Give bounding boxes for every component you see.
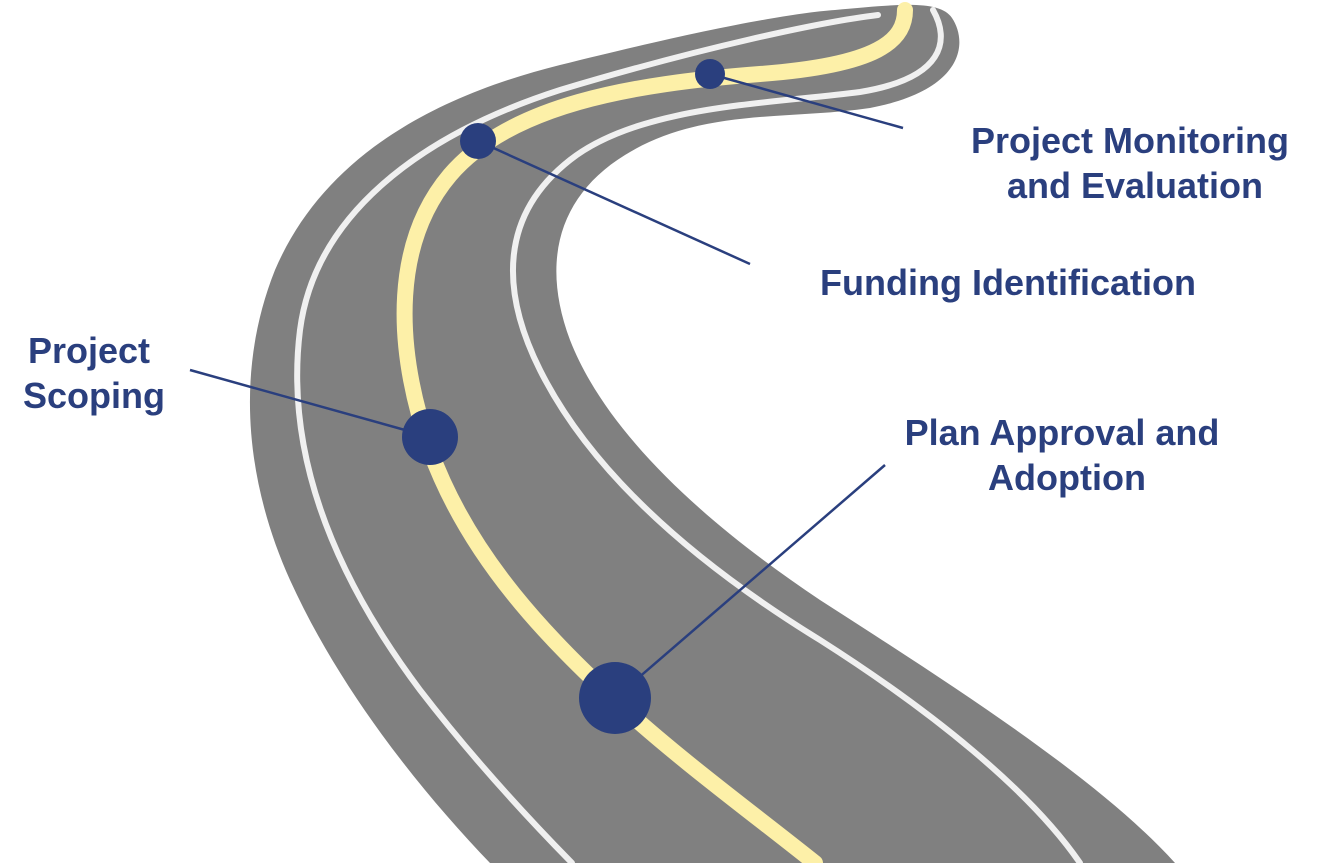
leader-line-project-monitoring: [709, 72, 904, 130]
label-plan-approval-line-2: Adoption: [988, 457, 1146, 498]
label-funding-identification-line-1: Funding Identification: [820, 262, 1196, 303]
label-project-monitoring-line-2: and Evaluation: [1007, 165, 1263, 206]
road-left-edge-line: [294, 12, 881, 863]
road-surface: [249, 4, 1175, 863]
leader-line-funding-identification: [477, 139, 751, 266]
milestone-dot-project-scoping: [402, 409, 458, 465]
label-project-monitoring: Project Monitoring and Evaluation: [971, 120, 1299, 206]
label-project-scoping-line-2: Scoping: [23, 375, 165, 416]
milestone-dot-plan-approval: [579, 662, 651, 734]
leader-line-project-scoping: [189, 368, 431, 439]
label-project-monitoring-line-1: Project Monitoring: [971, 120, 1289, 161]
leader-line-plan-approval: [614, 464, 886, 699]
label-plan-approval: Plan Approval and Adoption: [905, 412, 1230, 498]
milestone-dot-funding-identification: [460, 123, 496, 159]
label-plan-approval-line-1: Plan Approval and: [905, 412, 1220, 453]
label-project-scoping: Project Scoping: [23, 330, 165, 416]
milestone-dot-project-monitoring: [695, 59, 725, 89]
label-project-scoping-line-1: Project: [28, 330, 150, 371]
label-funding-identification: Funding Identification: [820, 262, 1196, 303]
road-right-edge-line: [509, 7, 1083, 863]
